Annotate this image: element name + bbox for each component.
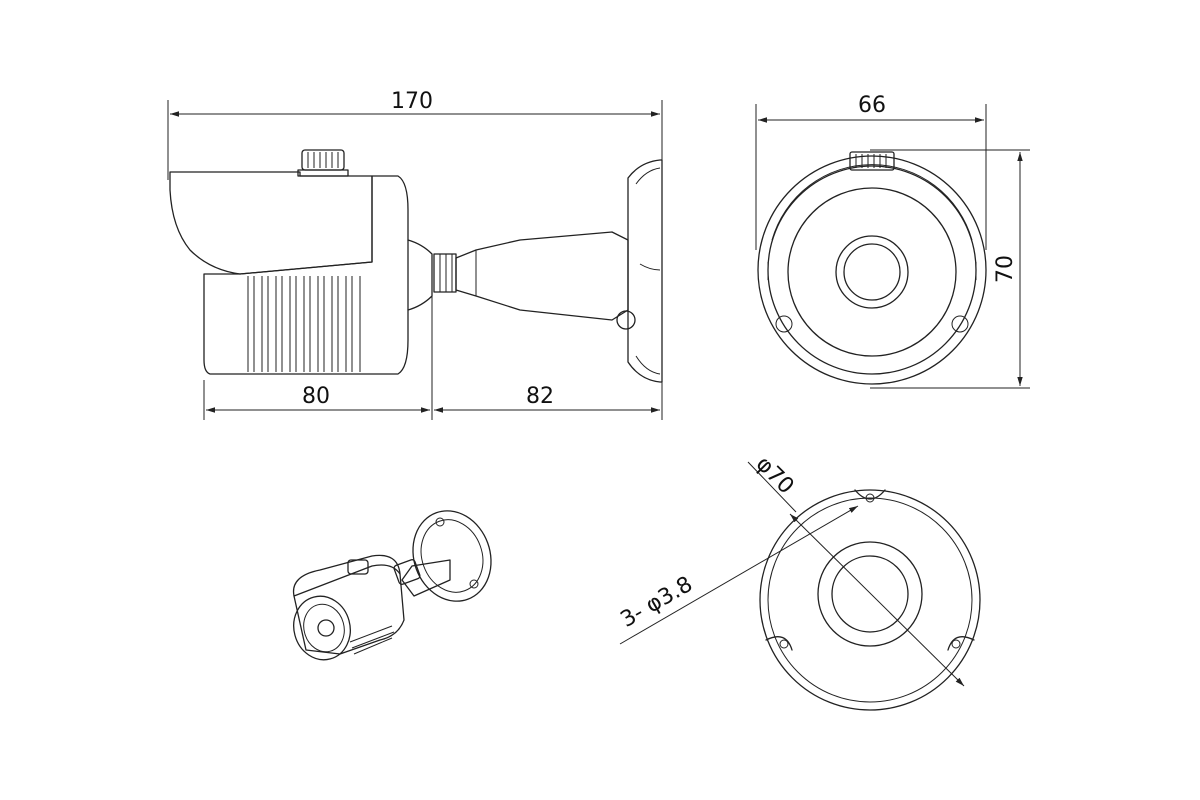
dim-line-holes [619,505,859,645]
swivel-joint [407,239,433,311]
dim-label-82: 82 [526,384,554,409]
iso-lens [317,619,335,637]
base-outer-circle [759,489,981,711]
base-view: φ70 3- φ3.8 [617,452,981,711]
cooling-fins [247,276,361,372]
isometric-view [292,510,492,661]
front-knob [849,151,895,171]
iso-lens-ring [293,595,351,661]
dim-label-80: 80 [302,384,330,409]
dim-label-holes: 3- φ3.8 [617,572,697,633]
sun-hood [169,171,373,275]
dim-label-70: 70 [993,255,1018,283]
front-view: 66 70 [755,93,1030,389]
wall-base [627,159,663,383]
iso-camera-body [293,564,405,655]
front-lens [835,235,909,309]
iso-wall-plate [412,510,492,602]
dim-label-170: 170 [391,89,433,114]
dim-line-phi70 [789,513,965,687]
side-view: 170 80 82 [167,89,663,420]
dim-label-phi70: φ70 [751,452,799,500]
front-outer-ring [757,155,987,385]
mount-arm [455,231,629,321]
dim-label-66: 66 [858,93,886,118]
camera-body [203,175,409,375]
